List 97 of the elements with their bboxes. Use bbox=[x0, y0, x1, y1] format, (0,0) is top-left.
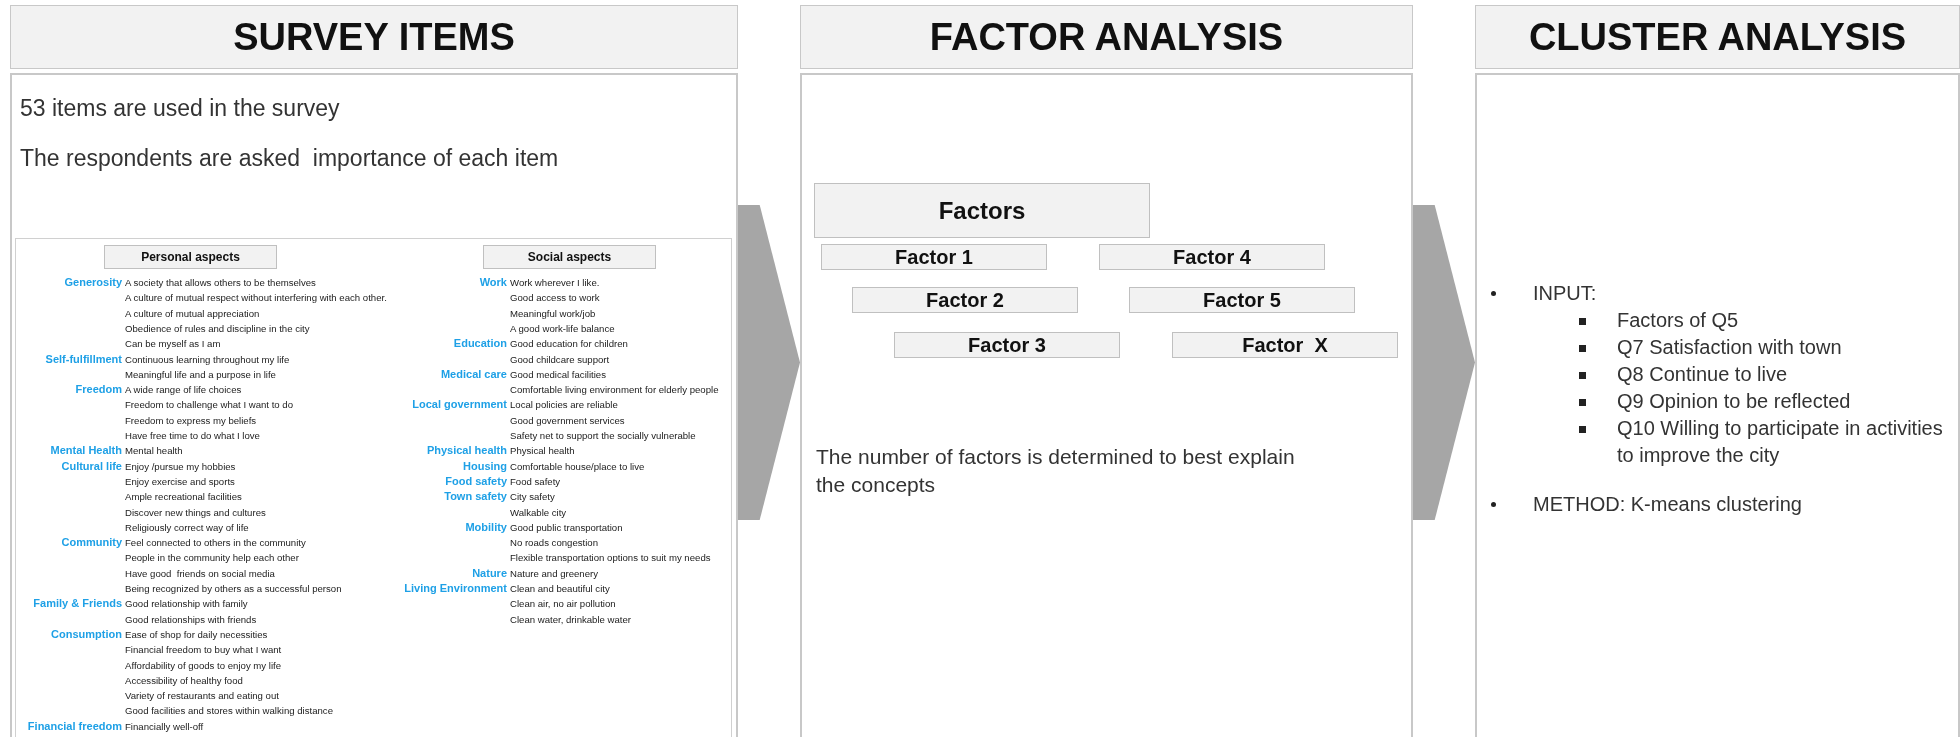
item-text: Comfortable living environment for elderly people bbox=[510, 383, 719, 397]
item-text: Variety of restaurants and eating out bbox=[125, 689, 279, 703]
item-text: Good education for children bbox=[510, 337, 628, 351]
category-label: Cultural life bbox=[61, 459, 122, 473]
section-header: FACTOR ANALYSIS bbox=[800, 5, 1413, 69]
item-text: A wide range of life choices bbox=[125, 383, 242, 397]
category-label: Freedom bbox=[75, 383, 122, 397]
item-text: Local policies are reliable bbox=[510, 398, 618, 412]
item-text: Good public transportation bbox=[510, 520, 623, 534]
category-label: Local government bbox=[412, 398, 507, 412]
category-label: Financial freedom bbox=[27, 719, 122, 733]
category-label: Family & Friends bbox=[33, 597, 122, 611]
chevron-arrow bbox=[738, 205, 800, 520]
description-text: The number of factors is determined to best explain the concepts bbox=[816, 444, 1296, 498]
description-text: The respondents are asked importance of each item bbox=[20, 145, 560, 172]
category-label: Mobility bbox=[465, 520, 507, 534]
item-text: A good work-life balance bbox=[510, 321, 615, 335]
item-text: Ease of shop for daily necessities bbox=[125, 627, 268, 641]
category-label: Town safety bbox=[444, 490, 507, 504]
description-text: 53 items are used in the survey bbox=[20, 95, 341, 122]
item-text: A culture of mutual respect without interfering with each other. bbox=[125, 291, 387, 305]
category-label: Housing bbox=[463, 459, 507, 473]
item-text: Have free time to do what I love bbox=[125, 429, 260, 442]
item-text: Good relationship with family bbox=[125, 597, 248, 611]
item-text: Comfortable house/place to live bbox=[510, 459, 645, 473]
label-box: Factors bbox=[814, 183, 1150, 238]
label-box: Factor 5 bbox=[1129, 287, 1355, 313]
item-text: Meaningful life and a purpose in life bbox=[125, 367, 276, 381]
item-text: Have good friends on social media bbox=[125, 566, 275, 580]
item-text: Physical health bbox=[510, 444, 575, 458]
item-text: Continuous learning throughout my life bbox=[125, 352, 290, 366]
item-text: Good medical facilities bbox=[510, 367, 606, 381]
item-text: Feel connected to others in the community bbox=[125, 536, 306, 550]
item-text: Financially well-off bbox=[125, 719, 204, 733]
category-label: Education bbox=[453, 337, 507, 351]
item-text: City safety bbox=[510, 490, 555, 504]
label-box: Factor 3 bbox=[894, 332, 1120, 358]
item-text: Work wherever I like. bbox=[510, 276, 600, 289]
item-text: Clean water, drinkable water bbox=[510, 612, 632, 626]
list-item: Q7 Satisfaction with town bbox=[1617, 335, 1843, 360]
label-box: Personal aspects bbox=[104, 245, 277, 269]
list-item: METHOD: K-means clustering bbox=[1533, 492, 1803, 517]
category-label: Food safety bbox=[445, 474, 507, 488]
item-text: People in the community help each other bbox=[125, 551, 299, 565]
item-text: Freedom to express my beliefs bbox=[125, 413, 257, 427]
item-text: Freedom to challenge what I want to do bbox=[125, 398, 293, 412]
item-text: Financial freedom to buy what I want bbox=[125, 643, 282, 657]
list-item: Q8 Continue to live bbox=[1617, 362, 1789, 387]
item-text: Accessibility of healthy food bbox=[125, 673, 243, 687]
category-label: Living Environment bbox=[404, 582, 507, 595]
item-text: Obedience of rules and discipline in the city bbox=[125, 321, 310, 335]
item-text: Good access to work bbox=[510, 291, 600, 305]
category-label: Self-fulfillment bbox=[45, 352, 122, 366]
chevron-arrow bbox=[1413, 205, 1475, 520]
item-text: A society that allows others to be themselves bbox=[125, 276, 316, 289]
label-box: Factor X bbox=[1172, 332, 1398, 358]
item-text: Ample recreational facilities bbox=[125, 490, 242, 504]
section-header: CLUSTER ANALYSIS bbox=[1475, 5, 1960, 69]
item-text: Can be myself as I am bbox=[125, 337, 221, 351]
item-text: Good childcare support bbox=[510, 352, 610, 366]
list-item: Q9 Opinion to be reflected bbox=[1617, 389, 1852, 414]
category-label: Nature bbox=[472, 566, 507, 580]
label-box: Factor 4 bbox=[1099, 244, 1325, 270]
item-text: Nature and greenery bbox=[510, 566, 598, 580]
list-item: INPUT: bbox=[1533, 281, 1598, 306]
item-text: Food safety bbox=[510, 474, 561, 488]
category-label: Generosity bbox=[64, 276, 122, 289]
item-text: Meaningful work/job bbox=[510, 306, 596, 320]
item-text: Walkable city bbox=[510, 505, 567, 519]
category-label: Consumption bbox=[51, 627, 122, 641]
category-label: Community bbox=[61, 536, 122, 550]
label-box: Social aspects bbox=[483, 245, 656, 269]
item-text: Enjoy exercise and sports bbox=[125, 474, 235, 488]
category-label: Medical care bbox=[440, 367, 507, 381]
item-text: Affordability of goods to enjoy my life bbox=[125, 658, 282, 672]
list-item: Q10 Willing to participate in activities to improve the city bbox=[1617, 416, 1944, 468]
category-label: Work bbox=[479, 276, 507, 289]
item-text: Good government services bbox=[510, 413, 625, 427]
section-header: SURVEY ITEMS bbox=[10, 5, 738, 69]
label-box: Factor 1 bbox=[821, 244, 1047, 270]
label-box: Factor 2 bbox=[852, 287, 1078, 313]
item-text: No roads congestion bbox=[510, 536, 598, 550]
category-label: Physical health bbox=[426, 444, 507, 458]
item-text: Flexible transportation options to suit my needs bbox=[510, 551, 711, 565]
item-text: Being recognized by others as a successful person bbox=[125, 582, 342, 595]
item-text: Good facilities and stores within walking distance bbox=[125, 704, 333, 718]
item-text: Enjoy /pursue my hobbies bbox=[125, 459, 236, 473]
item-text: Clean air, no air pollution bbox=[510, 597, 616, 611]
list-item: Factors of Q5 bbox=[1617, 308, 1740, 333]
item-text: Mental health bbox=[125, 444, 183, 458]
item-text: Good relationships with friends bbox=[125, 612, 257, 626]
item-text: Clean and beautiful city bbox=[510, 582, 610, 595]
item-text: A culture of mutual appreciation bbox=[125, 306, 260, 320]
item-text: Discover new things and cultures bbox=[125, 505, 266, 519]
item-text: Religiously correct way of life bbox=[125, 520, 249, 534]
item-text: Safety net to support the socially vulnerable bbox=[510, 429, 696, 442]
category-label: Mental Health bbox=[50, 444, 122, 458]
